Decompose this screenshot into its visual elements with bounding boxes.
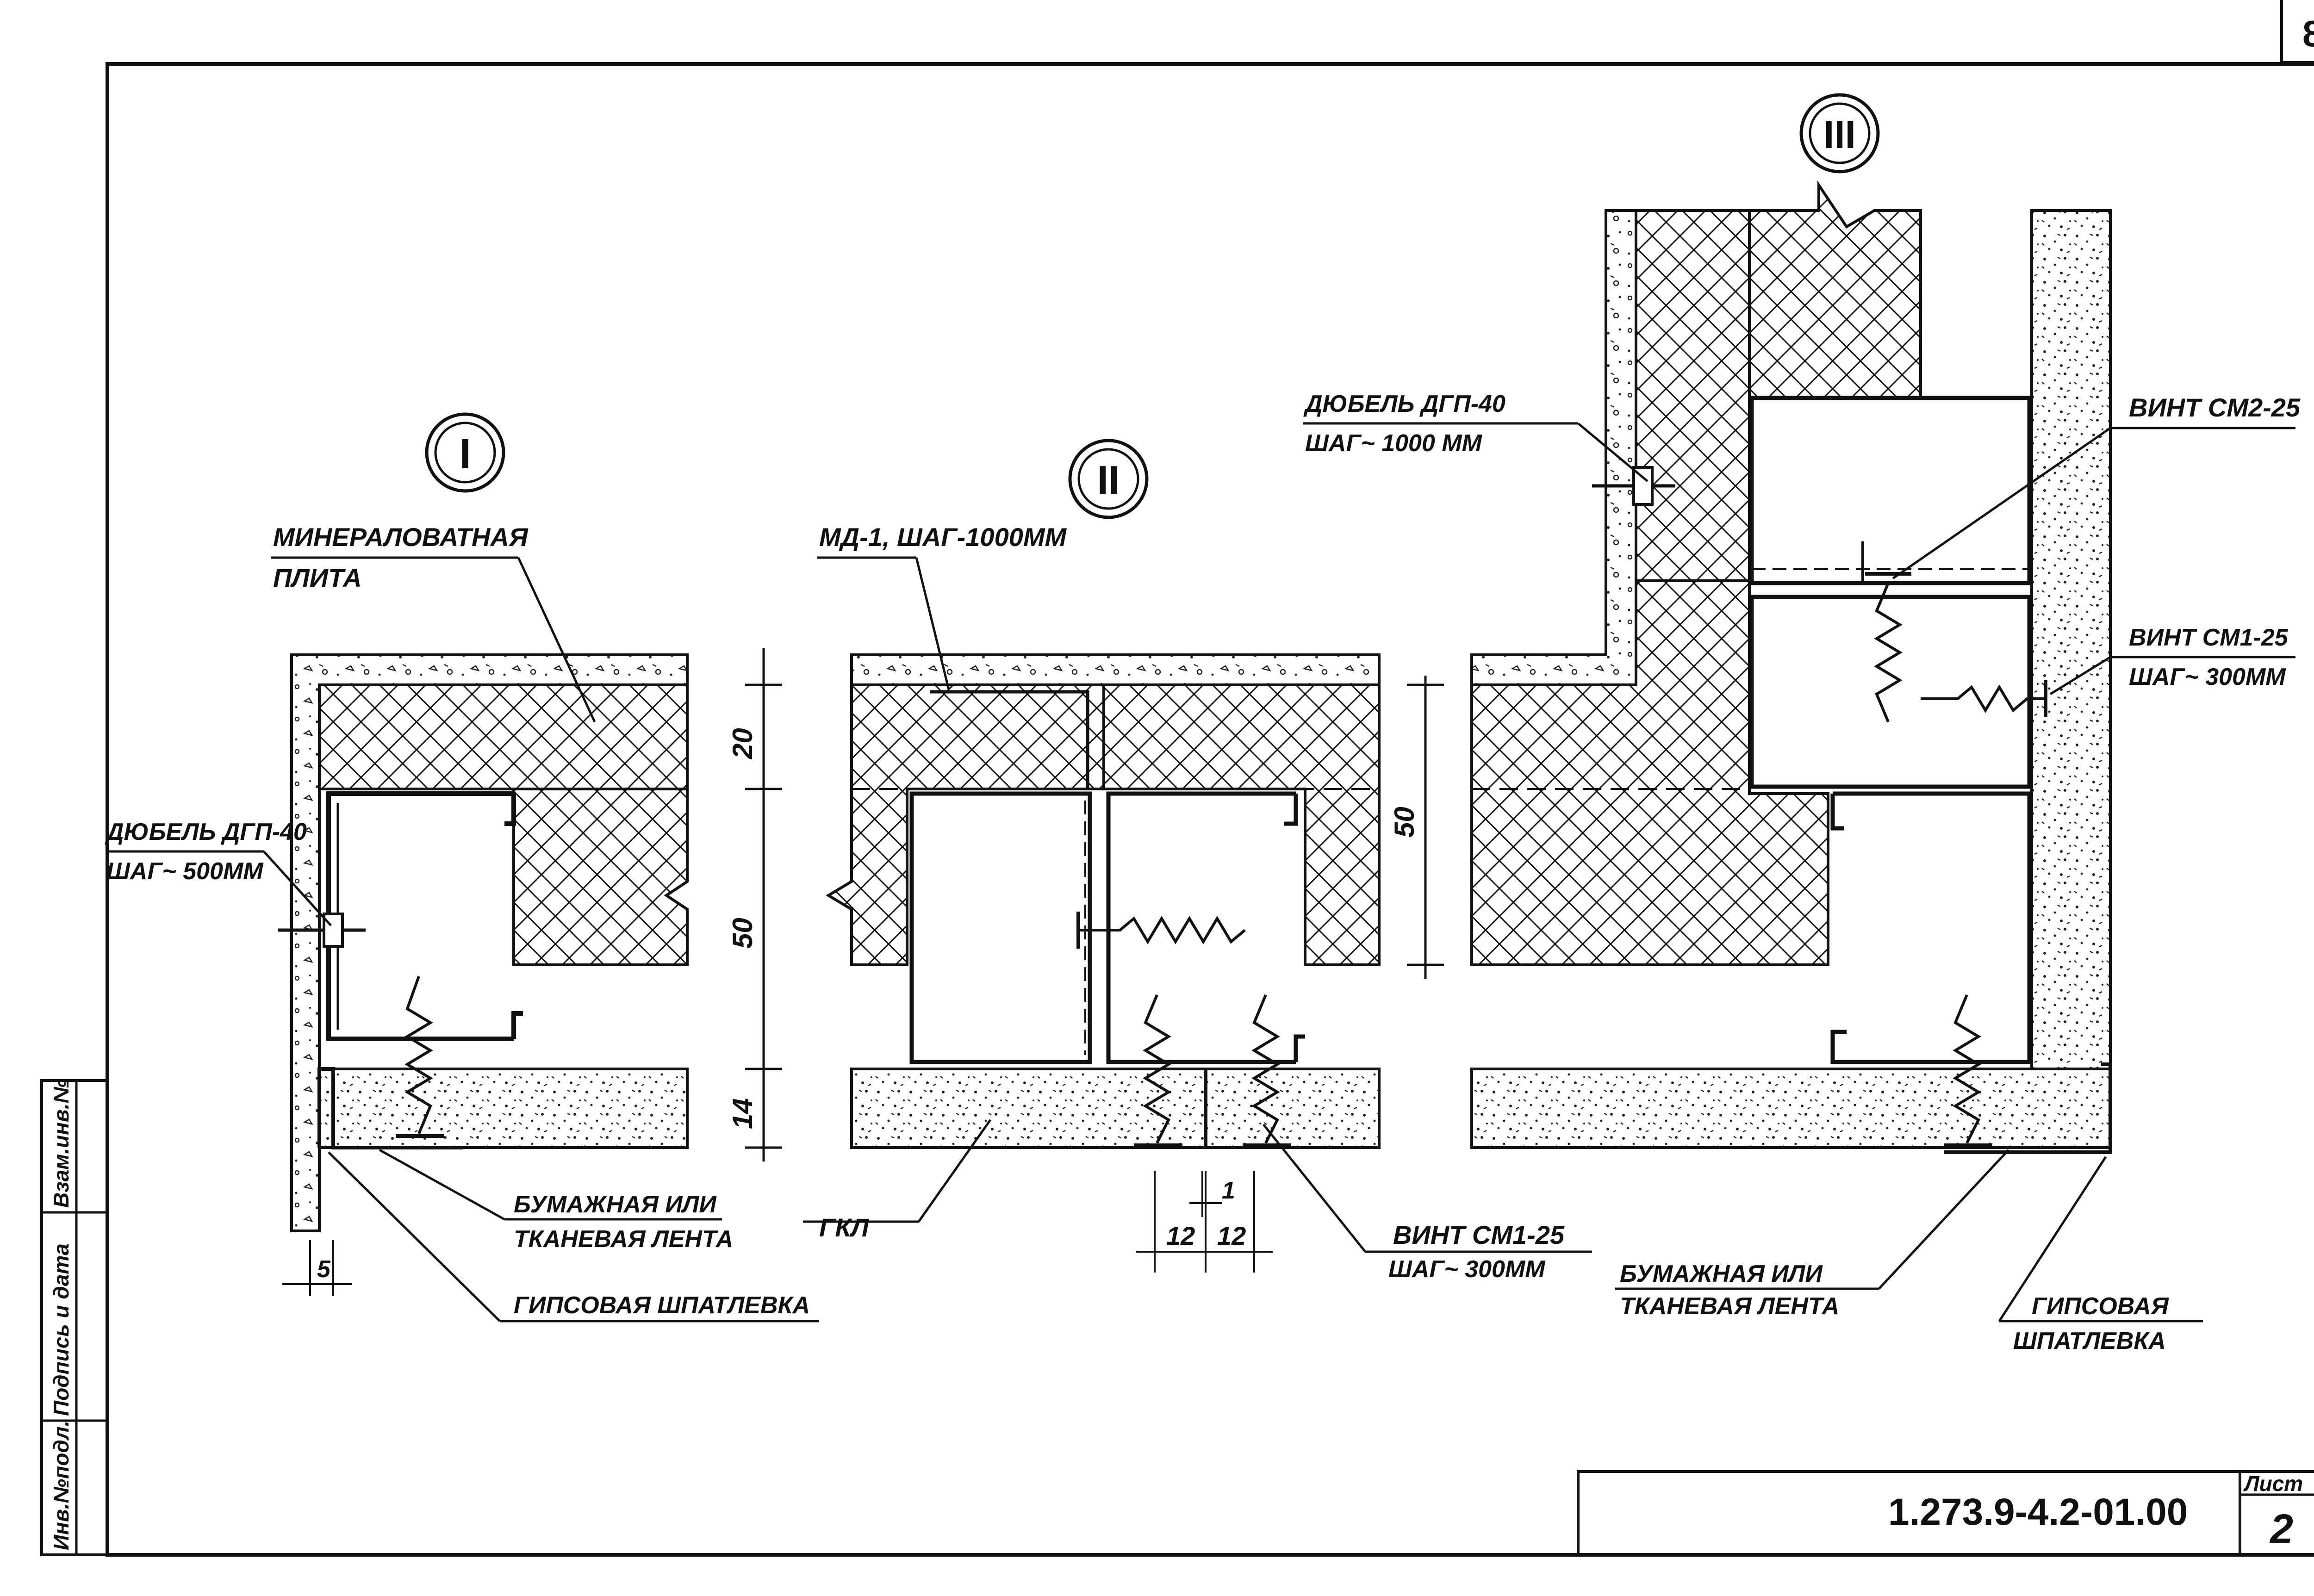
svg-text:III: III <box>1823 113 1856 156</box>
detail-II-screw-left <box>1134 994 1182 1147</box>
detail-II-label-gkl: ГКЛ <box>803 1119 992 1242</box>
stamp-inv-podl: Инв.№подл. <box>49 1421 73 1550</box>
detail-III-corner-angle <box>1944 1062 2112 1154</box>
page-number: 8 <box>2302 13 2314 54</box>
dim-II-right: 12 <box>1217 1221 1246 1250</box>
stamp-signature-date: Подпись и дата <box>49 1243 73 1416</box>
dim-II-side: 50 <box>1389 807 1420 838</box>
svg-text:ГКЛ: ГКЛ <box>819 1213 870 1242</box>
detail-II-screw-right <box>1243 994 1291 1147</box>
svg-text:ТКАНЕВАЯ ЛЕНТА: ТКАНЕВАЯ ЛЕНТА <box>1620 1293 1839 1320</box>
side-stamp: Инв.№подл. Подпись и дата Взам.инв.№ <box>40 1079 109 1556</box>
svg-text:МД-1, ШАГ-1000ММ: МД-1, ШАГ-1000ММ <box>819 522 1067 552</box>
svg-text:ВИНТ СМ1-25: ВИНТ СМ1-25 <box>1393 1220 1565 1249</box>
svg-text:ГИПСОВАЯ ШПАТЛЕВКА: ГИПСОВАЯ ШПАТЛЕВКА <box>514 1292 810 1319</box>
title-block: 1.273.9-4.2-01.00 Лист 2 <box>1577 1470 2314 1556</box>
svg-text:ПЛИТА: ПЛИТА <box>273 563 362 592</box>
svg-text:ДЮБЕЛЬ ДГП-40: ДЮБЕЛЬ ДГП-40 <box>1303 391 1505 417</box>
dim-I-middle: 50 <box>727 918 758 949</box>
dim-I-bottom: 14 <box>727 1098 758 1129</box>
detail-I-dowel <box>278 913 366 948</box>
svg-text:ШПАТЛЕВКА: ШПАТЛЕВКА <box>2013 1328 2166 1354</box>
svg-text:БУМАЖНАЯ ИЛИ: БУМАЖНАЯ ИЛИ <box>1620 1261 1823 1287</box>
svg-text:ШАГ~ 300ММ: ШАГ~ 300ММ <box>2129 664 2286 690</box>
detail-III-concrete-wall <box>1470 209 1637 686</box>
detail-I-gypsum-board <box>318 1068 689 1149</box>
svg-text:II: II <box>1097 457 1120 503</box>
detail-III-label-screw2: ВИНТ СМ2-25 <box>1892 393 2301 580</box>
detail-II-marker: II <box>1068 439 1149 519</box>
stamp-vzam-inv: Взам.инв.№ <box>49 1079 73 1208</box>
detail-I: I 20 50 <box>105 412 819 1323</box>
detail-I-label-mineral-plate: МИНЕРАЛОВАТНАЯ ПЛИТА <box>271 522 596 723</box>
detail-II-concrete-slab <box>850 653 1381 686</box>
svg-text:ТКАНЕВАЯ ЛЕНТА: ТКАНЕВАЯ ЛЕНТА <box>514 1226 733 1253</box>
detail-III-gypsum-board <box>1470 1068 2112 1149</box>
svg-text:МИНЕРАЛОВАТНАЯ: МИНЕРАЛОВАТНАЯ <box>273 522 529 552</box>
detail-I-corner-angle <box>317 1067 463 1149</box>
detail-I-steel-profile <box>326 791 523 1041</box>
detail-III-marker: III <box>1799 93 1880 174</box>
detail-III-screw-horizontal <box>1921 680 2047 717</box>
detail-II-md-plate <box>930 690 1089 789</box>
svg-text:ВИНТ СМ1-25: ВИНТ СМ1-25 <box>2129 624 2289 651</box>
detail-III-label-screw1: ВИНТ СМ1-25 ШАГ~ 300ММ <box>2049 624 2295 696</box>
svg-text:ШАГ~ 500ММ: ШАГ~ 500ММ <box>106 858 264 885</box>
sheet-number: 2 <box>2269 1506 2293 1553</box>
detail-III-insulation-top <box>1748 180 1922 399</box>
detail-I-dimensions: 20 50 14 5 <box>282 648 782 1296</box>
detail-I-insulation-block <box>512 788 689 966</box>
detail-II-gypsum-board <box>850 1068 1381 1149</box>
detail-II-label-md: МД-1, ШАГ-1000ММ <box>817 522 1067 690</box>
detail-III-screw-vertical <box>1861 541 1911 723</box>
detail-I-label-tape: БУМАЖНАЯ ИЛИ ТКАНЕВАЯ ЛЕНТА <box>379 1149 733 1253</box>
detail-III: III <box>1303 93 2301 1354</box>
detail-III-profile-middle <box>1749 595 2032 789</box>
dim-I-top: 20 <box>727 728 758 759</box>
detail-I-label-putty: ГИПСОВАЯ ШПАТЛЕВКА <box>328 1151 819 1323</box>
detail-I-screw <box>396 975 444 1138</box>
detail-III-profile-top <box>1749 396 2032 585</box>
detail-II-label-screw: ВИНТ СМ1-25 ШАГ~ 300ММ <box>1263 1124 1592 1283</box>
svg-text:БУМАЖНАЯ ИЛИ: БУМАЖНАЯ ИЛИ <box>514 1191 717 1218</box>
dim-I-gap: 5 <box>317 1256 331 1283</box>
detail-II-left-profile <box>909 791 1092 1064</box>
detail-II-horizontal-screw <box>1076 912 1246 949</box>
detail-III-label-tape: БУМАЖНАЯ ИЛИ ТКАНЕВАЯ ЛЕНТА <box>1615 1149 2009 1320</box>
sheet-frame <box>106 62 2314 1557</box>
dim-II-joint: 1 <box>1222 1177 1235 1204</box>
detail-II-dimensions: 50 1 12 12 <box>1136 676 1444 1273</box>
page-number-box: 8 <box>2280 0 2314 64</box>
detail-II-right-profile <box>1106 791 1305 1064</box>
detail-III-label-dowel: ДЮБЕЛЬ ДГП-40 ШАГ~ 1000 ММ <box>1303 391 1648 482</box>
svg-text:ШАГ~ 1000 ММ: ШАГ~ 1000 ММ <box>1305 430 1483 457</box>
sheet-label: Лист <box>2243 1472 2303 1496</box>
svg-text:I: I <box>459 430 471 478</box>
svg-text:ВИНТ СМ2-25: ВИНТ СМ2-25 <box>2129 393 2301 422</box>
detail-I-label-dowel: ДЮБЕЛЬ ДГП-40 ШАГ~ 500ММ <box>105 819 332 926</box>
detail-I-insulation-top <box>318 683 689 790</box>
dim-II-left: 12 <box>1166 1221 1195 1250</box>
detail-III-gypsum-vertical <box>2030 209 2112 1070</box>
svg-text:ШАГ~ 300ММ: ШАГ~ 300ММ <box>1388 1256 1546 1283</box>
document-code: 1.273.9-4.2-01.00 <box>1888 1491 2188 1533</box>
detail-III-label-putty: ГИПСОВАЯ ШПАТЛЕВКА <box>1998 1156 2203 1354</box>
svg-text:ДЮБЕЛЬ ДГП-40: ДЮБЕЛЬ ДГП-40 <box>105 819 307 845</box>
detail-III-profile-bottom <box>1830 791 2032 1064</box>
detail-III-insulation <box>1470 209 1829 966</box>
svg-text:ГИПСОВАЯ: ГИПСОВАЯ <box>2032 1293 2169 1320</box>
detail-III-screw-bottom <box>1944 994 1992 1147</box>
detail-I-marker: I <box>425 412 505 493</box>
detail-II: II 50 <box>803 439 1592 1283</box>
